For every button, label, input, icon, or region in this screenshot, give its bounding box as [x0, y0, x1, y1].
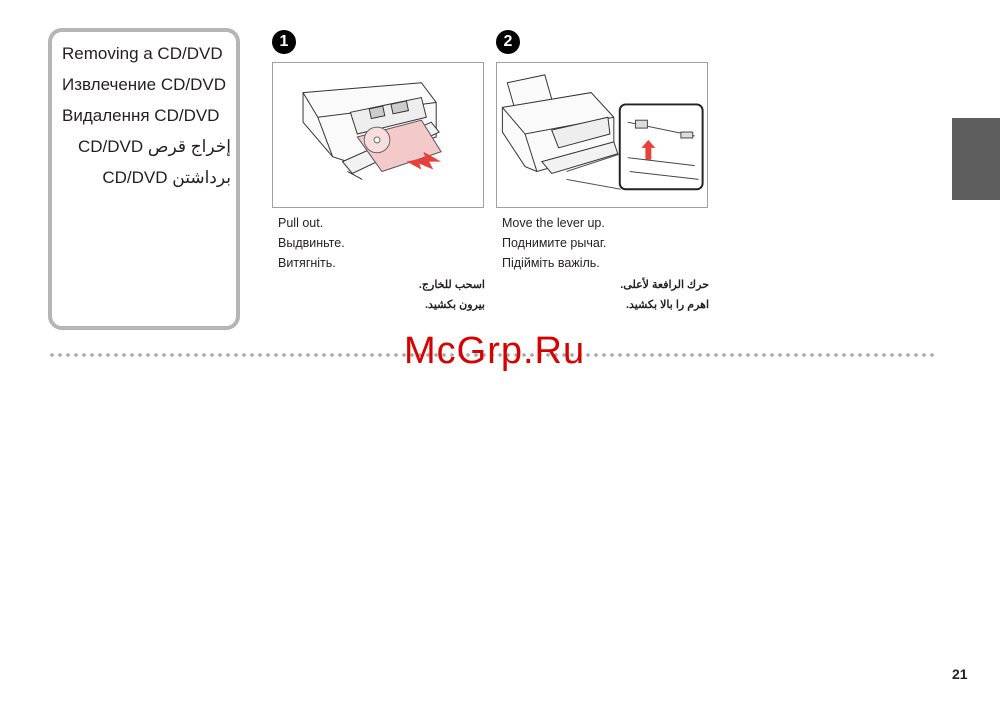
step-2-caption-russian: Поднимите рычаг. [502, 236, 607, 250]
step-2-caption-arabic: حرك الرافعة لأعلى. [620, 279, 709, 291]
title-persian: برداشتن CD/DVD [102, 168, 231, 187]
page-number: 21 [952, 666, 968, 682]
title-box: Removing a CD/DVD Извлечение CD/DVD Вида… [48, 28, 240, 330]
section-tab [952, 118, 1000, 200]
step-1-illustration [272, 62, 484, 208]
step-2-illustration [496, 62, 708, 208]
dotted-separator [48, 351, 936, 359]
title-ukrainian: Видалення CD/DVD [62, 106, 220, 125]
printer-tray-pull-out-drawing [302, 82, 442, 180]
step-2-caption-persian: اهرم را بالا بکشید. [625, 299, 709, 311]
watermark: McGrp.Ru [404, 330, 586, 372]
step-2-caption-english: Move the lever up. [502, 216, 605, 230]
title-english: Removing a CD/DVD [62, 44, 223, 63]
step-1-caption-ukrainian: Витягніть. [278, 256, 336, 270]
step-1-caption-persian: بیرون بکشید. [425, 299, 485, 311]
step-1-caption-english: Pull out. [278, 216, 324, 230]
printer-lever-up-drawing [501, 74, 704, 191]
title-arabic: إخراج قرص CD/DVD [78, 137, 231, 156]
step-2-caption-ukrainian: Підійміть важіль. [502, 256, 600, 270]
step-1-number: 1 [272, 30, 296, 54]
step-1-caption-arabic: اسحب للخارج. [418, 279, 485, 291]
title-russian: Извлечение CD/DVD [62, 75, 227, 94]
step-2-number: 2 [496, 30, 520, 54]
step-1-caption-russian: Выдвиньте. [278, 236, 345, 250]
